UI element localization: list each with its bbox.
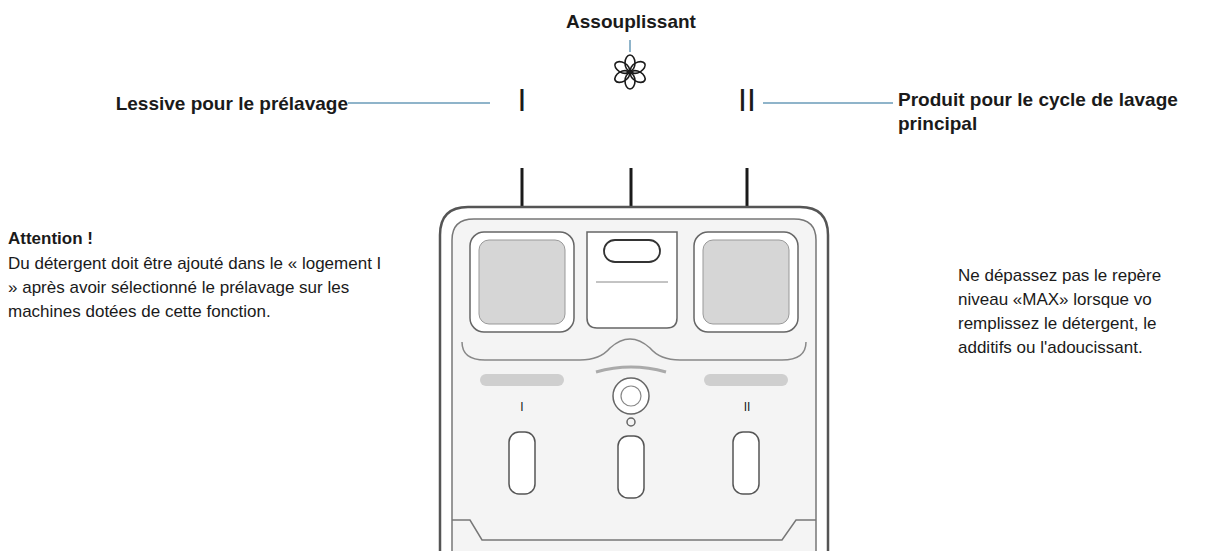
softener-siphon: [604, 240, 660, 262]
release-button: [613, 378, 649, 414]
drawer-rim: [462, 339, 806, 360]
slot: [733, 432, 759, 494]
leader-line: [629, 40, 631, 52]
mainwash-fill: [703, 240, 789, 324]
prewash-fill: [479, 240, 565, 324]
slot: [509, 432, 535, 494]
mainwash-label: Produit pour le cycle de lavage principa…: [898, 88, 1198, 136]
drawer-inner: [452, 219, 816, 551]
drawer-housing: [440, 207, 828, 551]
softener-label: Assouplissant: [560, 10, 702, 34]
small-flower: [627, 418, 635, 426]
prewash-compartment: [470, 232, 574, 332]
softener-compartment: [587, 232, 677, 328]
drawer-marking: II: [736, 400, 758, 415]
grip-bar: [704, 374, 788, 386]
release-button: [621, 386, 641, 406]
grip-arc: [596, 367, 666, 372]
warning-note: Du détergent doit être ajouté dans le « …: [8, 252, 388, 324]
prewash-label: Lessive pour le prélavage: [8, 92, 348, 116]
leader-line: [763, 102, 893, 104]
leader-line: [348, 102, 490, 104]
max-mark: [596, 282, 668, 283]
warning-heading: Attention !: [8, 228, 388, 249]
mainwash-compartment: [694, 232, 798, 332]
drawer-base: [452, 520, 816, 540]
softener-symbol: [613, 55, 647, 89]
slot: [618, 436, 644, 498]
grip-bar: [480, 374, 564, 386]
max-note: Ne dépassez pas le repère niveau «MAX» l…: [958, 264, 1202, 361]
drawer-marking: I: [514, 400, 530, 415]
compartment-numeral: I: [510, 80, 534, 120]
compartment-numeral: II: [728, 80, 766, 120]
